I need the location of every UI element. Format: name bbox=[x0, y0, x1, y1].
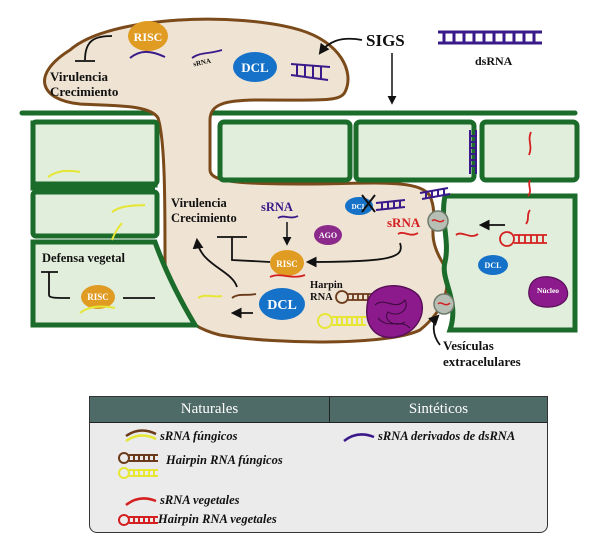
legend-box: Naturales Sintéticos sRNA fúngicos Hairp… bbox=[89, 396, 548, 533]
ago-label: AGO bbox=[319, 231, 337, 240]
dsrna-fragment-mid bbox=[375, 199, 406, 211]
fungal-srna-left-risc bbox=[79, 305, 116, 314]
dcl-small-label: DCL bbox=[352, 203, 367, 211]
fungal-srna-left-1 bbox=[47, 169, 81, 178]
legend-label: Hairpin RNA fúngicos bbox=[166, 453, 283, 467]
fungal-srna-icon bbox=[125, 429, 157, 443]
legend-header-synthetic: Sintéticos bbox=[408, 401, 469, 417]
risc-enzyme-top bbox=[128, 21, 168, 51]
synthetic-srna-top bbox=[129, 50, 166, 59]
dcl-label-mid: DCL bbox=[267, 298, 297, 313]
synthetic-srna-free bbox=[191, 49, 223, 59]
plant-hairpin-right bbox=[499, 231, 547, 247]
fungal-hairpin-yellow bbox=[317, 313, 366, 329]
scissors-icon bbox=[361, 194, 376, 213]
inhibit-symbol-mid bbox=[217, 236, 271, 263]
legend-label: sRNA vegetales bbox=[160, 493, 240, 507]
legend-item-fungal-hairpin: Hairpin RNA fúngicos bbox=[118, 452, 283, 479]
plant-srna-right-top bbox=[528, 131, 532, 156]
vesicles-label-2: extracelulares bbox=[443, 354, 521, 369]
mid-growth-label: Crecimiento bbox=[171, 211, 237, 225]
dsrna-srna-icon bbox=[343, 433, 375, 442]
fungal-srna-brown-mid bbox=[231, 293, 257, 299]
legend-label: sRNA derivados de dsRNA bbox=[378, 429, 516, 443]
vesicles-label-1: Vesículas bbox=[443, 338, 494, 353]
dcl-label-right: DCL bbox=[485, 261, 502, 270]
dcl-enzyme-right bbox=[478, 255, 508, 275]
legend-header-natural: Naturales bbox=[90, 397, 330, 422]
risc-label-top: RISC bbox=[134, 30, 163, 44]
sigs-label: SIGS bbox=[366, 31, 405, 50]
plant-srna-on-risc bbox=[269, 274, 306, 278]
growth-arrow bbox=[192, 237, 238, 288]
risc-label-left: RISC bbox=[87, 292, 109, 302]
plant-cell-right bbox=[441, 193, 578, 333]
risc-enzyme-left bbox=[81, 285, 115, 309]
srna-to-risc-curve bbox=[305, 242, 402, 268]
plant-cells-left bbox=[30, 119, 200, 328]
legend-item-fungal-srna: sRNA fúngicos bbox=[125, 429, 238, 444]
plant-defense-label: Defensa vegetal bbox=[42, 251, 125, 265]
legend-header: Naturales Sintéticos bbox=[90, 397, 547, 423]
hairpin-label-2: RNA bbox=[310, 292, 333, 303]
extracellular-vesicle-top bbox=[427, 210, 449, 232]
vesicle-pointer-arrow bbox=[428, 314, 441, 346]
srna-red-label: sRNA bbox=[387, 215, 421, 230]
fungal-hairpin-brown bbox=[335, 290, 372, 304]
extracellular-vesicle-bottom bbox=[433, 293, 455, 315]
chromatin bbox=[374, 299, 411, 329]
legend-label: Hairpin RNA vegetales bbox=[158, 512, 277, 526]
plant-cells-top bbox=[217, 119, 580, 183]
top-virulence-label: Virulencia bbox=[50, 69, 109, 84]
mid-virulence-label: Virulencia bbox=[171, 196, 228, 210]
risc-enzyme-mid bbox=[270, 250, 304, 276]
plant-nucleus bbox=[528, 276, 569, 308]
dsrna-fragment-top bbox=[290, 63, 331, 81]
ago-enzyme bbox=[314, 225, 342, 245]
legend-label: sRNA fúngicos bbox=[160, 429, 238, 443]
dsrna-label: dsRNA bbox=[475, 54, 513, 68]
srna-purple-label: sRNA bbox=[261, 200, 293, 214]
plant-srna-right-channel bbox=[527, 179, 531, 197]
dcl-enzyme-top bbox=[233, 52, 277, 82]
inhibit-symbol-left bbox=[41, 271, 71, 299]
legend-item-plant-hairpin: Hairpin RNA vegetales bbox=[118, 512, 277, 527]
fungal-srna-left-3 bbox=[111, 222, 123, 241]
dsrna-icon bbox=[438, 30, 542, 45]
plant-srna-right-free bbox=[455, 232, 479, 237]
dsrna-fragment-interface bbox=[419, 187, 451, 200]
legend-item-dsrna-srna: sRNA derivados de dsRNA bbox=[343, 429, 516, 444]
risc-label-mid: RISC bbox=[276, 259, 298, 269]
fungal-hairpin-icon bbox=[118, 452, 158, 479]
top-growth-label: Crecimiento bbox=[50, 84, 118, 99]
sigs-arrow-curved bbox=[318, 37, 363, 55]
hairpin-label-1: Harpin bbox=[310, 280, 343, 291]
fungal-srna-left-2 bbox=[111, 204, 146, 213]
plant-srna-mid bbox=[397, 231, 419, 236]
dcl-label-top: DCL bbox=[241, 60, 269, 75]
plant-hairpin-icon bbox=[118, 514, 158, 526]
inhibit-symbol-top bbox=[75, 35, 113, 62]
fungal-srna-yellow-mid bbox=[197, 294, 223, 299]
synthetic-srna-mid bbox=[277, 215, 299, 219]
dsrna-fragment-vertical bbox=[469, 130, 477, 174]
nucleus-label: Núcleo bbox=[537, 286, 559, 295]
srna-small-label: sRNA bbox=[193, 57, 212, 69]
plant-srna-right-mid bbox=[525, 209, 531, 225]
legend-item-plant-srna: sRNA vegetales bbox=[125, 493, 240, 508]
plant-srna-icon bbox=[125, 497, 157, 506]
dcl-enzyme-mid bbox=[259, 288, 305, 320]
fungal-nucleus bbox=[366, 285, 423, 339]
